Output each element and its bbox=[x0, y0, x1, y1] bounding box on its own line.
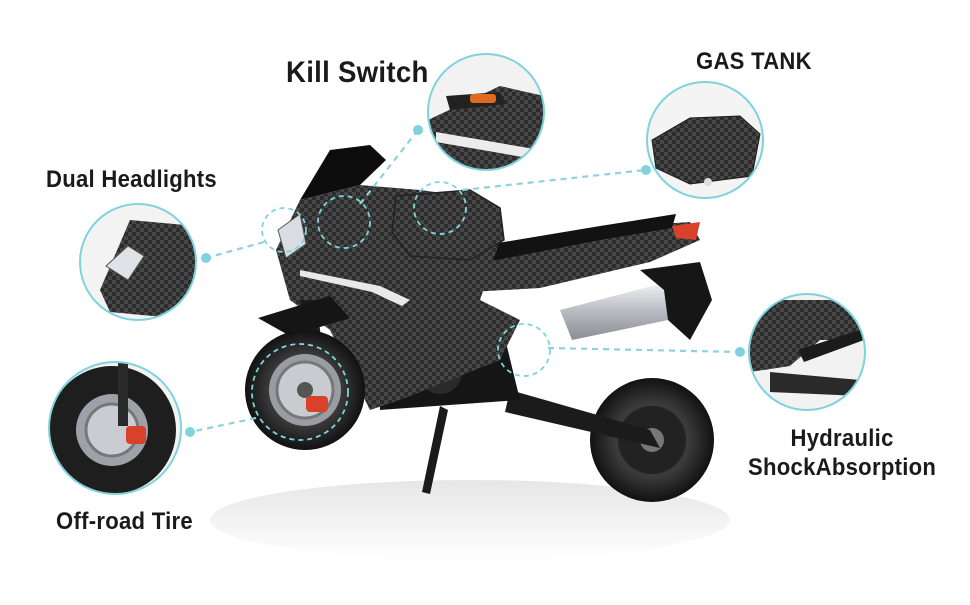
callout-lines bbox=[189, 129, 741, 434]
hydraulic-label-line2: ShockAbsorption bbox=[748, 454, 937, 481]
seat bbox=[480, 214, 676, 262]
tire-zoom bbox=[48, 361, 182, 495]
rear-fender bbox=[640, 262, 712, 340]
hydraulic-shock-label: Hydraulic ShockAbsorption bbox=[748, 424, 936, 482]
tail-body bbox=[470, 222, 700, 292]
callout-markers bbox=[251, 181, 551, 441]
kill-switch-zoom bbox=[427, 53, 545, 171]
offroad-tire-label: Off-road Tire bbox=[56, 508, 193, 535]
headlight-zoom bbox=[79, 203, 197, 321]
tail-light bbox=[672, 222, 700, 240]
front-wheel bbox=[245, 330, 365, 450]
gas-tank bbox=[391, 189, 505, 261]
shock-absorber-zoom bbox=[748, 293, 866, 411]
exhaust-pipe bbox=[560, 282, 678, 340]
kill-switch-label: Kill Switch bbox=[286, 56, 429, 89]
dual-headlights-label: Dual Headlights bbox=[46, 166, 217, 193]
hydraulic-label-line1: Hydraulic bbox=[790, 425, 894, 452]
gas-tank-zoom bbox=[646, 81, 764, 199]
gas-tank-label: GAS TANK bbox=[696, 48, 812, 75]
callout-dots bbox=[185, 125, 745, 437]
kickstand bbox=[422, 406, 448, 494]
windscreen bbox=[300, 145, 386, 200]
floor-reflection bbox=[210, 480, 730, 560]
swingarm bbox=[505, 390, 660, 448]
